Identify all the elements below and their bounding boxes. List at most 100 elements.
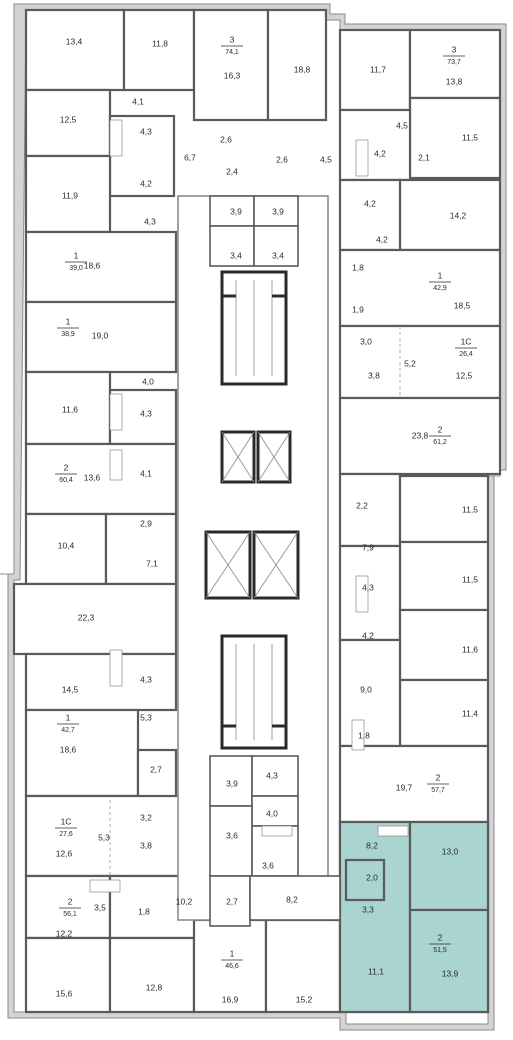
room-area-label: 3,4 [272, 250, 284, 260]
apartment-area: 38,9 [61, 331, 75, 338]
apartment-rooms: 1 [74, 250, 79, 260]
room-area-label: 16,3 [224, 70, 241, 80]
room-area-label: 4,1 [132, 96, 144, 106]
apartment-rooms: 1 [66, 712, 71, 722]
room-area-label: 4,0 [266, 808, 278, 818]
room-area-label: 13,6 [84, 472, 101, 482]
apartment-area: 56,1 [63, 911, 77, 918]
room-area-label: 2,2 [356, 500, 368, 510]
room-area-label: 18,6 [84, 260, 101, 270]
room-area-label: 11,5 [462, 574, 478, 584]
apartment-area: 60,4 [59, 477, 73, 484]
apartment-badge[interactable]: 1С 26,4 [455, 336, 477, 358]
room-area-label: 11,9 [62, 190, 78, 200]
apartment-rooms: 2 [438, 424, 443, 434]
apartment-area: 73,7 [447, 59, 461, 66]
room-area-label: 1,9 [352, 304, 364, 314]
room-area-label: 18,8 [294, 64, 311, 74]
apartment-badge[interactable]: 260,4 [55, 462, 77, 484]
apartment-rooms: 1С [461, 336, 472, 346]
apartment-badge[interactable]: 256,1 [59, 896, 81, 918]
room-area-label: 3,8 [368, 370, 380, 380]
room-area-label: 5,3 [98, 832, 110, 842]
apartment-badge[interactable]: 142,9 [429, 270, 451, 292]
room-area-label: 12,6 [56, 848, 73, 858]
apartment-rooms: 2 [436, 772, 441, 782]
room-area-label: 4,0 [142, 376, 154, 386]
apartment-area: 74,1 [225, 49, 239, 56]
apartment-rooms: 3 [230, 34, 235, 44]
room-area-label: 16,9 [222, 994, 239, 1004]
room-area-label: 8,2 [366, 840, 378, 850]
apartment-rooms: 3 [452, 44, 457, 54]
room-area-label: 12,8 [146, 982, 163, 992]
room-area-label: 5,3 [140, 712, 152, 722]
room-area-label: 3,2 [140, 812, 152, 822]
apartment-area: 42,7 [61, 727, 75, 734]
room-area-label: 4,3 [362, 582, 374, 592]
room-area-label: 12,5 [456, 370, 473, 380]
apartment-badge[interactable]: 138,9 [57, 316, 79, 338]
room-area-label: 15,6 [56, 988, 73, 998]
apartment-area: 61,2 [433, 439, 447, 446]
room-area-label: 18,5 [454, 300, 471, 310]
room-area-label: 2,6 [276, 154, 288, 164]
elevators-upper [220, 430, 292, 484]
apartment-area: 57,7 [431, 787, 445, 794]
room-area-label: 10,4 [58, 540, 75, 550]
room-area-label: 1,8 [358, 730, 370, 740]
apartment-rooms: 1 [66, 316, 71, 326]
room-area-label: 15,2 [296, 994, 313, 1004]
room-area-label: 13,4 [66, 36, 83, 46]
room-area-label: 4,2 [376, 234, 388, 244]
room-area-label: 11,8 [152, 38, 168, 48]
room-area-label: 10,2 [176, 896, 193, 906]
room-area-label: 11,6 [462, 644, 478, 654]
room-area-label: 14,5 [62, 684, 79, 694]
room-area-label: 19,0 [92, 330, 109, 340]
apartment-area: 46,6 [225, 963, 239, 970]
apartment-badge[interactable]: 146,6 [221, 948, 243, 970]
apartment-badge[interactable]: 373,7 [443, 44, 465, 66]
room-area-label: 13,9 [442, 968, 459, 978]
room-area-label: 2,0 [366, 872, 378, 882]
room-area-label: 4,3 [140, 408, 152, 418]
room-area-label: 4,2 [364, 198, 376, 208]
apartment-rooms: 2 [68, 896, 73, 906]
room-area-label: 14,2 [450, 210, 467, 220]
room-area-label: 11,5 [462, 132, 478, 142]
room-area-label: 4,2 [362, 630, 374, 640]
stairwell-top [220, 270, 288, 386]
apartment-badge[interactable]: 139,0 [65, 250, 87, 272]
room-area-label: 3,5 [94, 902, 106, 912]
room-area-label: 3,4 [230, 250, 242, 260]
room-area-label: 4,3 [140, 126, 152, 136]
apartment-badge[interactable]: 142,7 [57, 712, 79, 734]
room-area-label: 18,6 [60, 744, 77, 754]
apartment-rooms: 2 [64, 462, 69, 472]
room-area-label: 9,0 [360, 684, 372, 694]
apartment-badge[interactable]: 251,5 [429, 932, 451, 954]
apartment-rooms: 2 [438, 932, 443, 942]
room-area-label: 12,5 [60, 114, 77, 124]
room-area-label: 3,8 [140, 840, 152, 850]
room-area-label: 2,7 [150, 764, 162, 774]
room-area-label: 3,6 [262, 860, 274, 870]
room-area-label: 3,9 [272, 206, 284, 216]
apartment-badge[interactable]: 374,1 [221, 34, 243, 56]
room-area-label: 2,7 [226, 896, 238, 906]
apartment-area: 26,4 [459, 351, 473, 358]
room-area-label: 4,2 [140, 178, 152, 188]
room-area-label: 11,1 [368, 966, 384, 976]
room-area-label: 4,3 [266, 770, 278, 780]
apartment-area: 51,5 [433, 947, 447, 954]
room-area-label: 7,9 [362, 542, 374, 552]
apartment-badge[interactable]: 257,7 [427, 772, 449, 794]
apartment-badge[interactable]: 261,2 [429, 424, 451, 446]
room-area-label: 6,7 [184, 152, 196, 162]
apartment-rooms: 1 [438, 270, 443, 280]
apartment-area: 39,0 [69, 265, 83, 272]
